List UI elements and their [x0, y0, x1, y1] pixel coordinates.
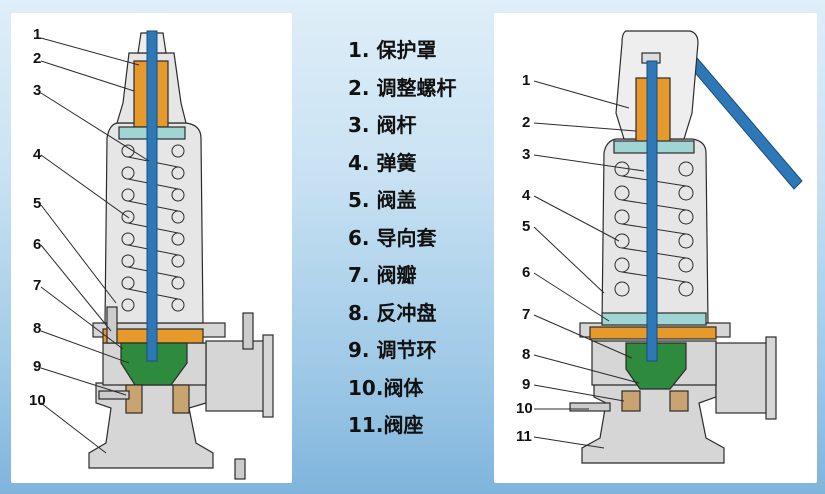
bonnet-bolt-right — [242, 312, 254, 350]
callout-6: 6 — [33, 236, 41, 253]
callout-3: 3 — [33, 82, 41, 99]
outlet-flange — [765, 336, 777, 420]
callout-2: 2 — [33, 50, 41, 67]
valve-diagram-left: 1 2 3 4 5 6 7 8 9 10 — [11, 13, 292, 483]
legend-item: 7. 阀瓣 — [348, 263, 417, 287]
callout-4: 4 — [522, 187, 531, 204]
callout-1: 1 — [33, 26, 41, 43]
adjusting-ring-left — [621, 390, 641, 412]
callout-5: 5 — [33, 195, 41, 212]
callout-10: 10 — [516, 400, 533, 417]
callout-9: 9 — [522, 376, 530, 393]
valve-stem — [146, 30, 158, 362]
callout-7: 7 — [33, 277, 41, 294]
callout-6: 6 — [522, 264, 530, 281]
callout-9: 9 — [33, 358, 41, 375]
valve-drawing-left: 1 2 3 4 5 6 7 8 9 10 — [29, 26, 274, 480]
valve-stem — [646, 60, 658, 362]
bonnet-bolt-left — [106, 306, 118, 344]
legend-item: 2. 调整螺杆 — [348, 75, 457, 100]
valve-drawing-right: 1 2 3 4 5 6 7 8 9 10 11 — [516, 30, 803, 464]
callout-10: 10 — [29, 392, 46, 409]
legend-item: 4. 弹簧 — [348, 150, 417, 175]
legend-item: 1. 保护罩 — [348, 38, 437, 62]
callout-4: 4 — [33, 146, 42, 163]
adjusting-ring-right — [669, 390, 689, 412]
legend-item: 3. 阀杆 — [348, 113, 417, 137]
callout-7: 7 — [522, 306, 530, 323]
ring-bolt — [569, 402, 611, 412]
base-bolt — [234, 458, 246, 480]
legend-item: 5. 阀盖 — [348, 188, 417, 212]
adjusting-ring-right — [172, 384, 190, 414]
callout-8: 8 — [33, 320, 41, 337]
callout-1: 1 — [522, 72, 530, 89]
callout-2: 2 — [522, 114, 530, 131]
outlet-body — [205, 340, 267, 412]
valve-diagram-right: 1 2 3 4 5 6 7 8 9 10 11 — [494, 13, 817, 483]
outlet-flange — [262, 334, 274, 418]
callout-11: 11 — [516, 428, 532, 445]
legend-item: 10.阀体 — [348, 375, 424, 400]
legend-item: 11.阀座 — [348, 413, 424, 437]
outlet-body — [715, 342, 771, 414]
valve-disc — [625, 342, 687, 390]
callout-numbers-right: 1 2 3 4 5 6 7 8 9 10 11 — [516, 72, 533, 445]
legend-item: 8. 反冲盘 — [348, 300, 437, 325]
valve-disc — [120, 342, 188, 386]
legend-item: 6. 导向套 — [348, 225, 437, 250]
callout-5: 5 — [522, 218, 530, 235]
callout-lines-left — [40, 37, 150, 454]
callout-numbers-left: 1 2 3 4 5 6 7 8 9 10 — [29, 26, 46, 409]
legend-item: 9. 调节环 — [348, 338, 437, 362]
callout-lines-right — [533, 80, 645, 449]
valve-body-base — [581, 382, 725, 464]
callout-3: 3 — [522, 146, 530, 163]
parts-legend: 1. 保护罩 2. 调整螺杆 3. 阀杆 4. 弹簧 5. 阀盖 6. 导向套 … — [348, 32, 498, 445]
callout-8: 8 — [522, 346, 530, 363]
